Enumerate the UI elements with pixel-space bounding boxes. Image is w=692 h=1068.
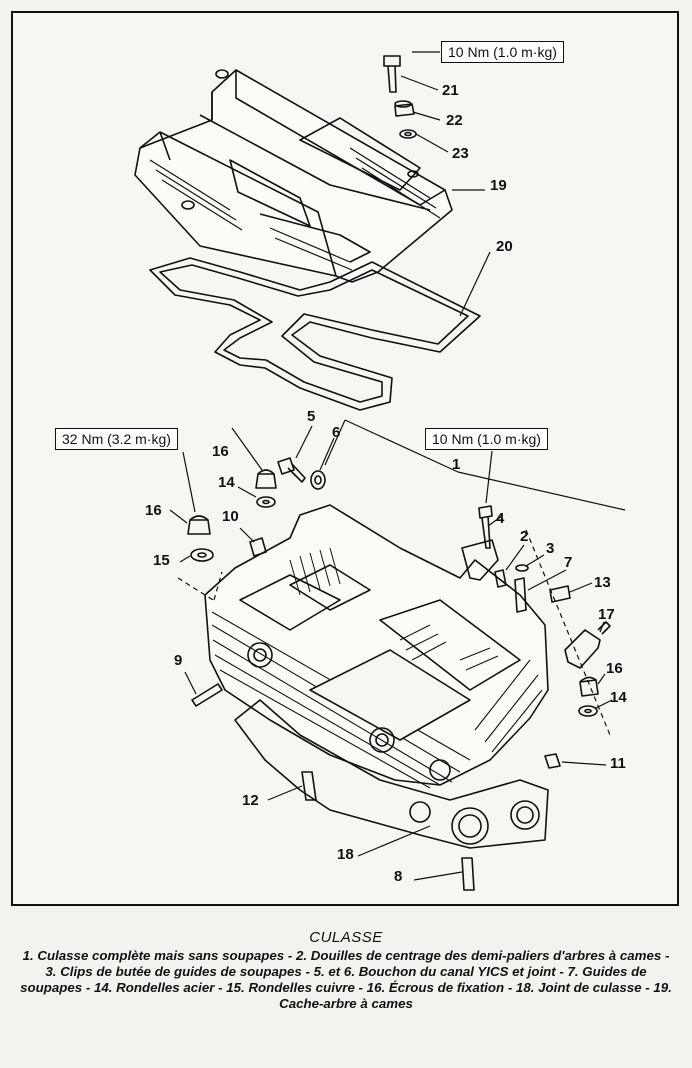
part-number-10: 10 <box>222 508 239 525</box>
part-number-1: 1 <box>452 456 461 473</box>
part-number-14: 14 <box>610 689 627 706</box>
stud-12 <box>301 771 317 801</box>
plug-10 <box>249 537 267 557</box>
stud-8 <box>461 857 475 891</box>
washer-15 <box>190 548 214 562</box>
clip-3 <box>515 564 529 572</box>
part-number-15: 15 <box>153 552 170 569</box>
cam-cover-gasket <box>149 257 481 411</box>
part-number-2: 2 <box>520 528 529 545</box>
nut-16a <box>255 469 277 489</box>
cam-cover <box>134 69 453 283</box>
torque-label-head-nut: 32 Nm (3.2 m·kg) <box>55 428 178 450</box>
figure-caption: CULASSE 1. Culasse complète mais sans so… <box>20 929 672 1012</box>
part-number-6: 6 <box>332 424 341 441</box>
guide-7 <box>514 577 527 613</box>
stud-13 <box>549 585 571 603</box>
bolt-21 <box>383 55 401 93</box>
part-number-13: 13 <box>594 574 611 591</box>
stud-9 <box>191 683 223 707</box>
caption-body: 1. Culasse complète mais sans soupapes -… <box>20 948 672 1011</box>
part-number-7: 7 <box>564 554 573 571</box>
part-number-19: 19 <box>490 177 507 194</box>
part-number-21: 21 <box>442 82 459 99</box>
washer-14a <box>256 496 276 508</box>
part-number-12: 12 <box>242 792 259 809</box>
part-number-5: 5 <box>307 408 316 425</box>
part-number-9: 9 <box>174 652 183 669</box>
part-number-17: 17 <box>598 606 615 623</box>
spark-plug-17 <box>564 621 611 669</box>
part-number-16: 16 <box>212 443 229 460</box>
part-number-8: 8 <box>394 868 403 885</box>
nut-16b <box>187 515 211 535</box>
part-number-16: 16 <box>145 502 162 519</box>
seal-6 <box>310 470 326 490</box>
part-number-20: 20 <box>496 238 513 255</box>
plug-11 <box>544 753 561 769</box>
dowel-2 <box>494 569 507 588</box>
plug-5 <box>277 457 306 483</box>
washer-14b <box>578 705 598 717</box>
caption-title: CULASSE <box>309 929 383 946</box>
collar-22 <box>394 100 415 117</box>
part-number-14: 14 <box>218 474 235 491</box>
part-number-11: 11 <box>610 755 626 772</box>
washer-23 <box>399 129 417 139</box>
part-number-3: 3 <box>546 540 555 557</box>
part-number-18: 18 <box>337 846 354 863</box>
exploded-view-drawing <box>134 51 626 891</box>
part-number-23: 23 <box>452 145 469 162</box>
bolt-4 <box>478 505 493 549</box>
nut-16c <box>579 676 599 697</box>
cylinder-head <box>204 504 549 789</box>
torque-label-cover-bolt: 10 Nm (1.0 m·kg) <box>441 41 564 63</box>
head-gasket <box>234 699 549 849</box>
torque-label-cam-cap-bolt: 10 Nm (1.0 m·kg) <box>425 428 548 450</box>
part-number-4: 4 <box>496 510 505 527</box>
part-number-16: 16 <box>606 660 623 677</box>
cam-cap <box>461 539 499 581</box>
part-number-22: 22 <box>446 112 463 129</box>
